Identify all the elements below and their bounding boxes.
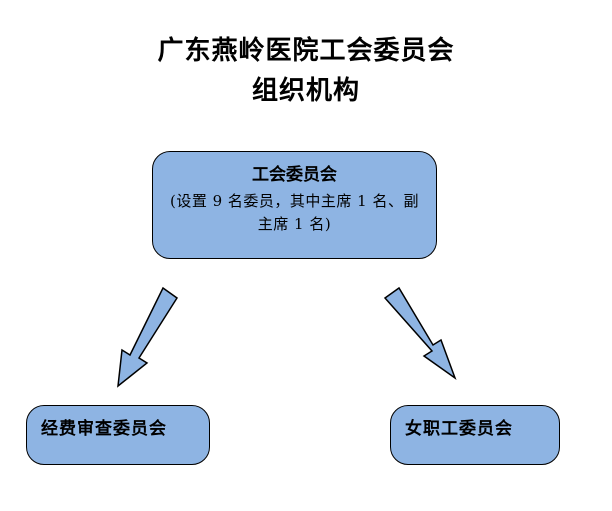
node-women-committee-label: 女职工委员会 [405, 419, 513, 439]
node-women-committee: 女职工委员会 [390, 405, 560, 465]
diagram-title-line-1: 广东燕岭医院工会委员会 [157, 36, 455, 66]
node-audit-committee-label: 经费审查委员会 [41, 419, 167, 439]
node-union-committee: 工会委员会 (设置 9 名委员，其中主席 1 名、副主席 1 名) [152, 151, 437, 259]
arrow-to-women-committee [383, 286, 457, 381]
diagram-title-line-2: 组织机构 [251, 76, 360, 106]
arrow-to-audit-committee [117, 286, 179, 388]
node-union-committee-label: 工会委员会 [252, 165, 337, 185]
node-audit-committee: 经费审查委员会 [26, 405, 210, 465]
node-union-committee-note: (设置 9 名委员，其中主席 1 名、副主席 1 名) [169, 192, 419, 233]
